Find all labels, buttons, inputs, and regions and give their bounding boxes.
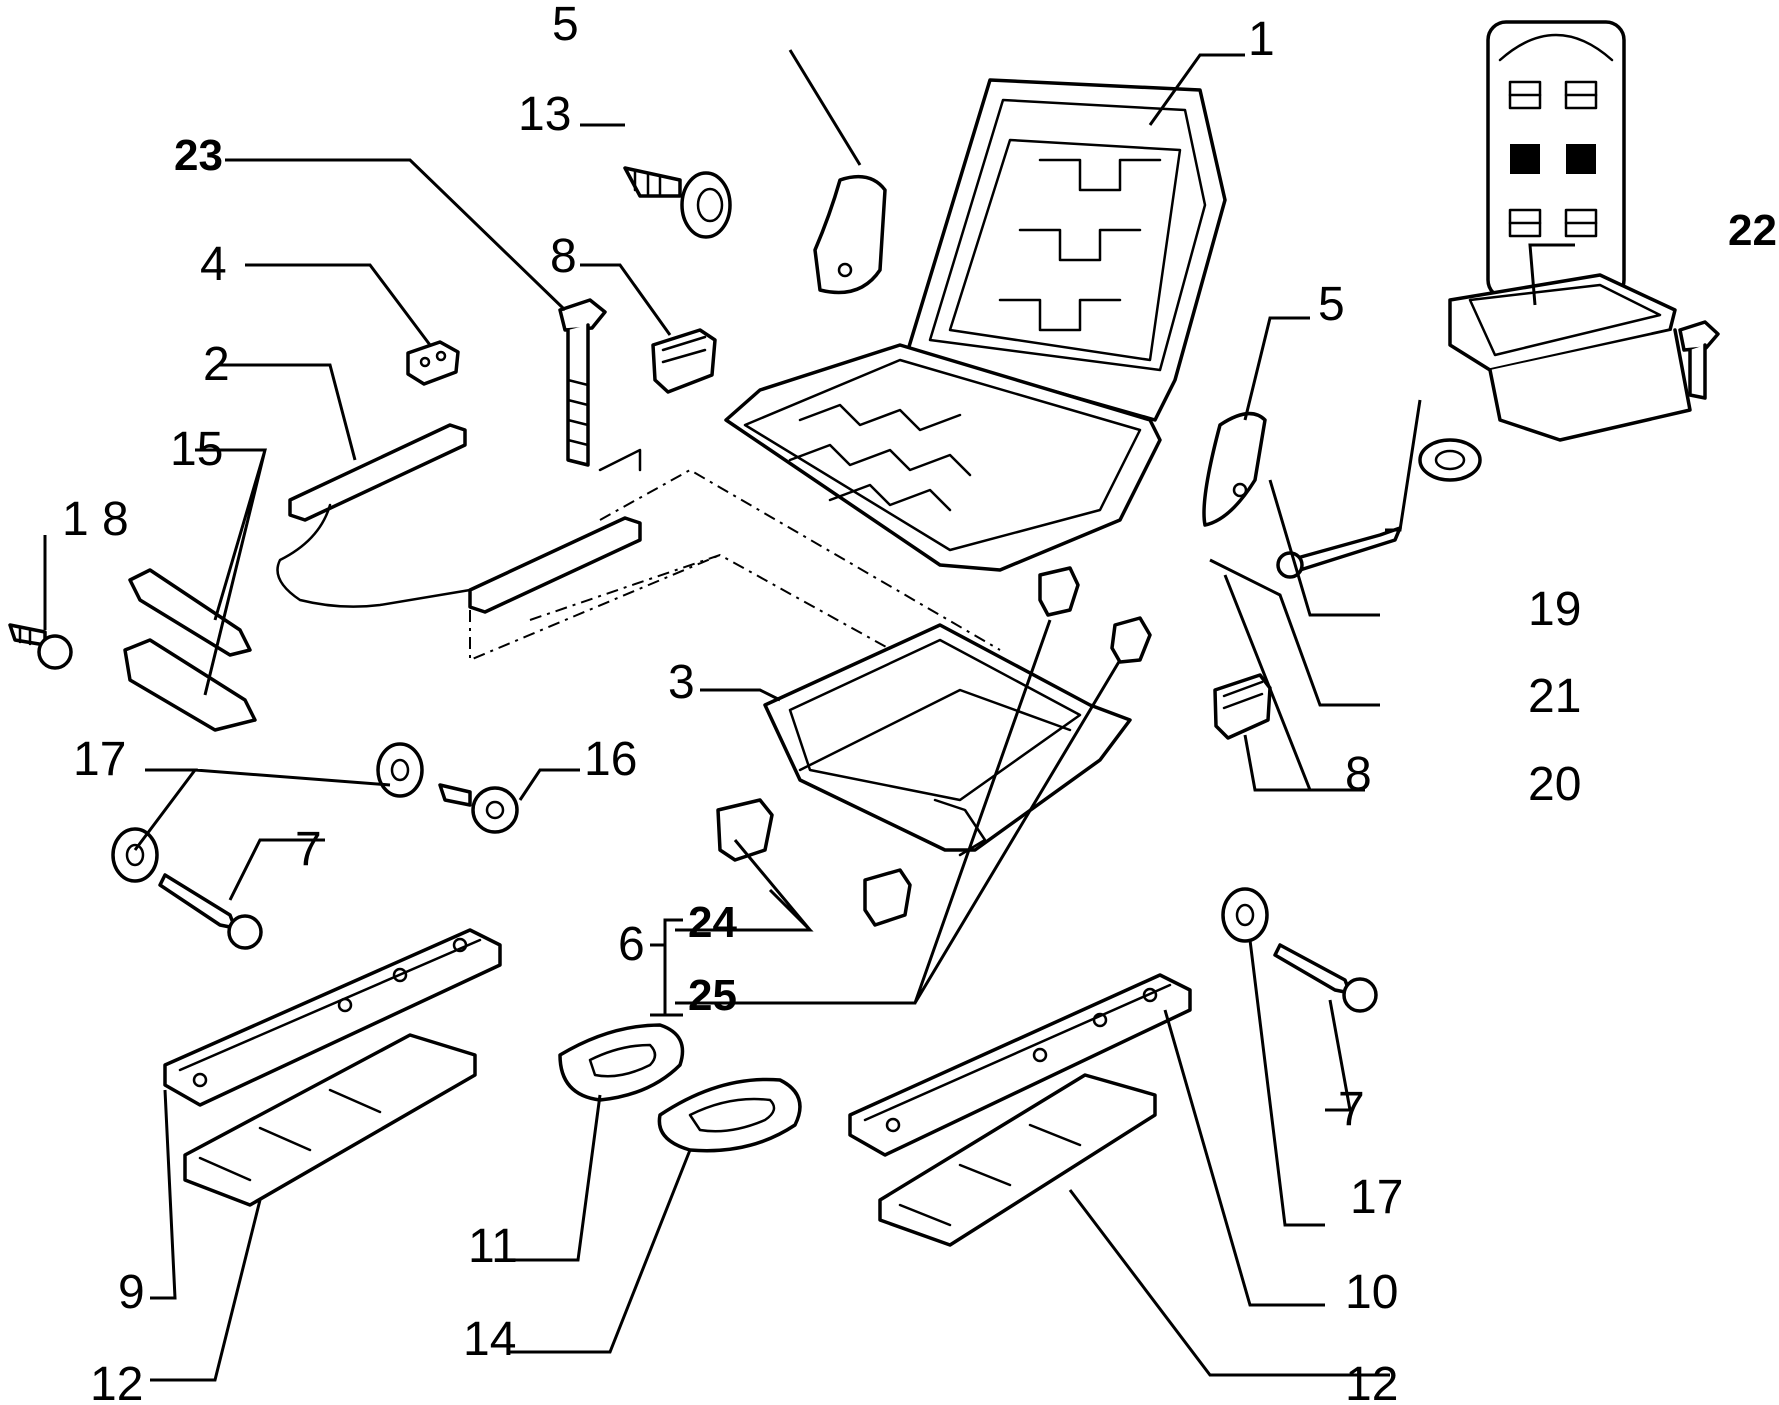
callout-12-left: 12	[90, 1358, 143, 1405]
grommet-11	[558, 1023, 685, 1102]
callout-7-right: 7	[1338, 1083, 1365, 1136]
callout-22: 22	[1728, 206, 1777, 255]
callout-5-right: 5	[1318, 278, 1345, 331]
callout-8-right: 8	[1345, 748, 1372, 801]
callout-17-left: 17	[73, 733, 126, 786]
callout-7-left: 7	[295, 823, 322, 876]
callout-3: 3	[668, 656, 695, 709]
pad-12-left	[183, 1033, 477, 1207]
callout-21: 21	[1528, 670, 1581, 723]
callout-19: 19	[1528, 583, 1581, 636]
callout-8-top: 8	[550, 230, 577, 283]
pin-20	[1276, 526, 1402, 579]
callout-11: 11	[468, 1220, 518, 1273]
grommet-14	[657, 1077, 802, 1153]
callout-5-top: 5	[552, 0, 579, 51]
callout-14: 14	[463, 1313, 516, 1366]
vehicle-seat-layout-icon	[1486, 20, 1626, 300]
callout-2: 2	[203, 338, 230, 391]
callout-15: 15	[170, 423, 223, 476]
callout-1: 1	[1248, 13, 1275, 66]
seat-frame	[724, 78, 1227, 572]
rail-2	[276, 423, 642, 614]
handle-15	[123, 568, 257, 732]
cap-24	[716, 798, 912, 927]
washer-17-left	[111, 742, 424, 883]
bracket-4	[406, 340, 460, 386]
seat-base-frame	[763, 623, 1132, 857]
callout-16: 16	[584, 733, 637, 786]
screw-7-right	[1273, 943, 1378, 1013]
screw-7-left	[158, 873, 263, 950]
hinge-cover-left	[813, 174, 887, 295]
callout-18: 1 8	[62, 493, 129, 546]
callout-25: 25	[688, 971, 737, 1020]
screw-18	[8, 623, 73, 670]
mechanism-19	[1448, 273, 1692, 442]
callout-23: 23	[174, 131, 223, 180]
clip-8-top	[651, 328, 717, 394]
pad-12-right	[878, 1073, 1157, 1247]
callout-20: 20	[1528, 758, 1581, 811]
callout-10: 10	[1345, 1266, 1398, 1319]
leader-lines	[43, 49, 1575, 1382]
callout-17-right: 17	[1350, 1171, 1403, 1224]
screw-13	[623, 166, 732, 239]
clip-8-right	[1213, 673, 1272, 740]
callout-12-right: 12	[1345, 1358, 1398, 1405]
bolt-23	[558, 298, 607, 467]
screw-16	[438, 783, 519, 834]
washer-17-right	[1221, 887, 1269, 943]
hinge-cover-right	[1202, 411, 1267, 527]
callout-9: 9	[118, 1266, 145, 1319]
assembly-guide-dashed	[469, 468, 1001, 800]
callout-13: 13	[518, 88, 571, 141]
callout-6: 6	[618, 918, 645, 971]
cap-25	[1038, 566, 1152, 664]
mounting-plate-10	[848, 973, 1192, 1157]
mounting-plate-9	[163, 928, 502, 1107]
bolt-22	[1678, 320, 1720, 400]
grommet-21	[1418, 438, 1482, 482]
callout-24: 24	[688, 898, 737, 947]
callout-4: 4	[200, 238, 227, 291]
